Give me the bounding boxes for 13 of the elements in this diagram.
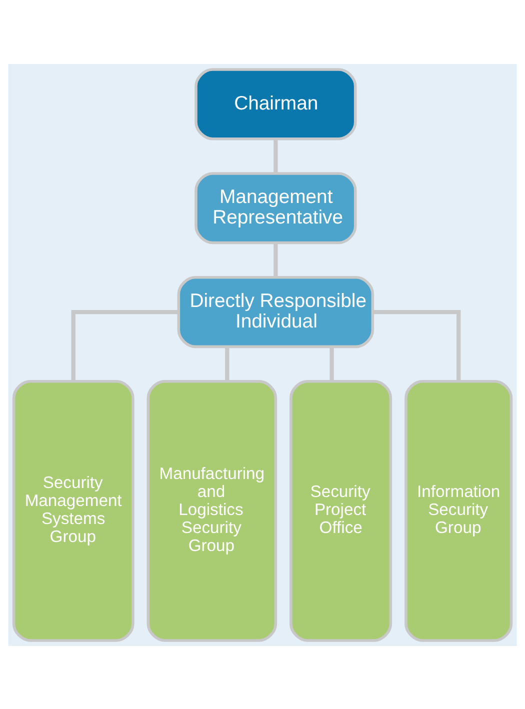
node-box: Security Project Office [290, 379, 392, 642]
node-box: Management Representative [194, 172, 357, 244]
node-box: Directly Responsible Individual [177, 276, 374, 348]
connector [274, 138, 278, 173]
connector [71, 309, 179, 381]
node-box: Chairman [194, 68, 357, 140]
connector [330, 346, 334, 380]
node-box: Security Management Systems Group [12, 379, 134, 642]
connector [225, 346, 230, 380]
connector [373, 309, 461, 381]
connector [274, 242, 278, 277]
node-box: Manufacturing and Logistics Security Group [146, 379, 278, 642]
node-box: Information Security Group [404, 379, 513, 642]
